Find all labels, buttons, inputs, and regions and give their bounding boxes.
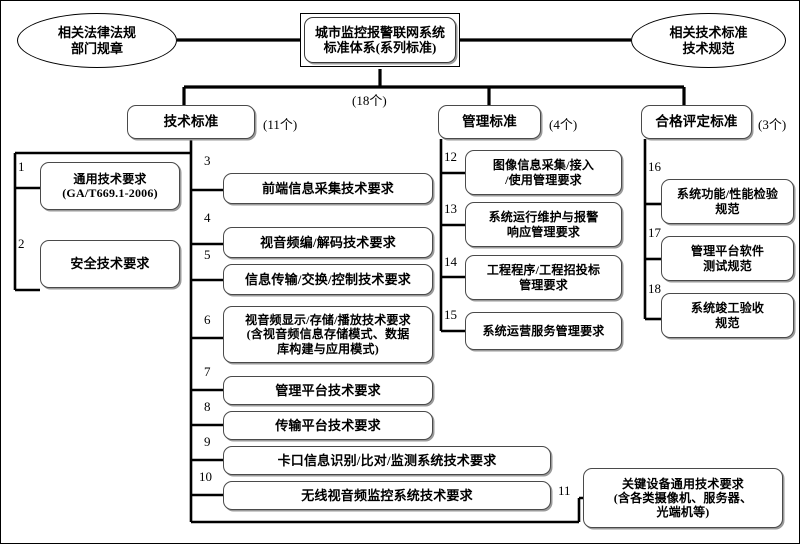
item-number-17: 17 xyxy=(648,225,661,240)
node-item-8[interactable]: 传输平台技术要求 xyxy=(223,411,433,440)
node-item-15[interactable]: 系统运营服务管理要求 xyxy=(465,312,622,350)
node-category-conformity[interactable]: 合格评定标准 xyxy=(641,105,752,139)
item-number-18: 18 xyxy=(648,281,661,296)
node-item-10[interactable]: 无线视音频监控系统技术要求 xyxy=(223,481,551,510)
node-item-17-label: 管理平台软件 测试规范 xyxy=(690,244,765,273)
node-item-12-label: 图像信息采集/接入 /使用管理要求 xyxy=(492,158,595,187)
item-number-16: 16 xyxy=(648,159,661,174)
node-item-15-label: 系统运营服务管理要求 xyxy=(482,323,605,338)
node-item-6-label: 视音频显示/存储/播放技术要求 (含视音频信息存储模式、数据 库构建与应用模式) xyxy=(245,313,411,356)
node-item-12[interactable]: 图像信息采集/接入 /使用管理要求 xyxy=(465,150,622,195)
item-number-15: 15 xyxy=(444,307,457,322)
node-item-9[interactable]: 卡口信息识别/比对/监测系统技术要求 xyxy=(223,446,551,475)
node-item-16-label: 系统功能/性能检验 规范 xyxy=(676,187,779,216)
node-related-tech-standards[interactable]: 相关技术标准 技术规范 xyxy=(631,13,786,68)
node-item-13-label: 系统运行维护与报警 响应管理要求 xyxy=(488,210,599,239)
node-category-conformity-label: 合格评定标准 xyxy=(655,114,738,130)
node-related-laws[interactable]: 相关法律法规 部门规章 xyxy=(17,13,177,68)
item-number-9: 9 xyxy=(204,434,211,449)
node-item-4[interactable]: 视音频编/解码技术要求 xyxy=(223,227,433,258)
node-item-14[interactable]: 工程程序/工程招投标 管理要求 xyxy=(465,255,622,300)
node-item-8-label: 传输平台技术要求 xyxy=(275,417,381,433)
node-item-1[interactable]: 通用技术要求 (GA/T669.1-2006) xyxy=(40,162,180,210)
item-number-12: 12 xyxy=(444,149,457,164)
category-technical-count: (11个) xyxy=(263,117,298,132)
node-item-1-label: 通用技术要求 (GA/T669.1-2006) xyxy=(62,171,158,200)
item-number-10: 10 xyxy=(199,469,212,484)
node-item-2-label: 安全技术要求 xyxy=(70,256,150,272)
node-item-5[interactable]: 信息传输/交换/控制技术要求 xyxy=(223,264,433,295)
node-item-17[interactable]: 管理平台软件 测试规范 xyxy=(661,236,794,281)
item-number-5: 5 xyxy=(204,247,211,262)
item-number-3: 3 xyxy=(204,153,211,168)
node-item-7[interactable]: 管理平台技术要求 xyxy=(223,376,433,405)
node-item-11[interactable]: 关键设备通用技术要求 (含各类摄像机、服务器、 光端机等) xyxy=(583,468,783,528)
node-item-13[interactable]: 系统运行维护与报警 响应管理要求 xyxy=(465,202,622,247)
item-number-8: 8 xyxy=(204,399,211,414)
node-root[interactable]: 城市监控报警联网系统 标准体系(系列标准) xyxy=(300,13,460,67)
node-item-3[interactable]: 前端信息采集技术要求 xyxy=(223,173,433,204)
node-item-5-label: 信息传输/交换/控制技术要求 xyxy=(244,271,412,287)
node-related-laws-label: 相关法律法规 部门规章 xyxy=(57,24,136,56)
node-category-management[interactable]: 管理标准 xyxy=(438,105,541,139)
node-root-inner: 城市监控报警联网系统 标准体系(系列标准) xyxy=(304,17,456,63)
node-item-7-label: 管理平台技术要求 xyxy=(275,382,381,398)
node-root-label: 城市监控报警联网系统 标准体系(系列标准) xyxy=(314,24,445,55)
node-item-6[interactable]: 视音频显示/存储/播放技术要求 (含视音频信息存储模式、数据 库构建与应用模式) xyxy=(223,306,433,363)
node-category-technical[interactable]: 技术标准 xyxy=(127,105,255,139)
node-related-tech-standards-label: 相关技术标准 技术规范 xyxy=(669,24,748,56)
item-number-7: 7 xyxy=(204,364,211,379)
node-category-technical-label: 技术标准 xyxy=(163,114,219,130)
node-item-16[interactable]: 系统功能/性能检验 规范 xyxy=(661,179,794,224)
node-item-18[interactable]: 系统竣工验收 规范 xyxy=(661,293,794,338)
node-item-3-label: 前端信息采集技术要求 xyxy=(261,180,394,196)
category-management-count: (4个) xyxy=(549,117,578,132)
item-number-6: 6 xyxy=(204,312,211,327)
node-item-10-label: 无线视音频监控系统技术要求 xyxy=(301,487,473,503)
item-number-11: 11 xyxy=(558,483,571,498)
node-item-2[interactable]: 安全技术要求 xyxy=(40,240,180,288)
node-item-18-label: 系统竣工验收 规范 xyxy=(690,301,765,330)
category-conformity-count: (3个) xyxy=(758,117,787,132)
item-number-4: 4 xyxy=(204,210,211,225)
item-number-1: 1 xyxy=(18,159,25,174)
item-number-2: 2 xyxy=(18,236,25,251)
node-item-14-label: 工程程序/工程招投标 管理要求 xyxy=(486,263,601,292)
node-category-management-label: 管理标准 xyxy=(462,114,517,130)
node-item-4-label: 视音频编/解码技术要求 xyxy=(260,234,396,250)
item-number-13: 13 xyxy=(444,201,457,216)
root-count-caption: (18个) xyxy=(352,93,387,108)
node-item-11-label: 关键设备通用技术要求 (含各类摄像机、服务器、 光端机等) xyxy=(613,476,753,520)
item-number-14: 14 xyxy=(444,254,457,269)
node-item-9-label: 卡口信息识别/比对/监测系统技术要求 xyxy=(277,452,497,468)
